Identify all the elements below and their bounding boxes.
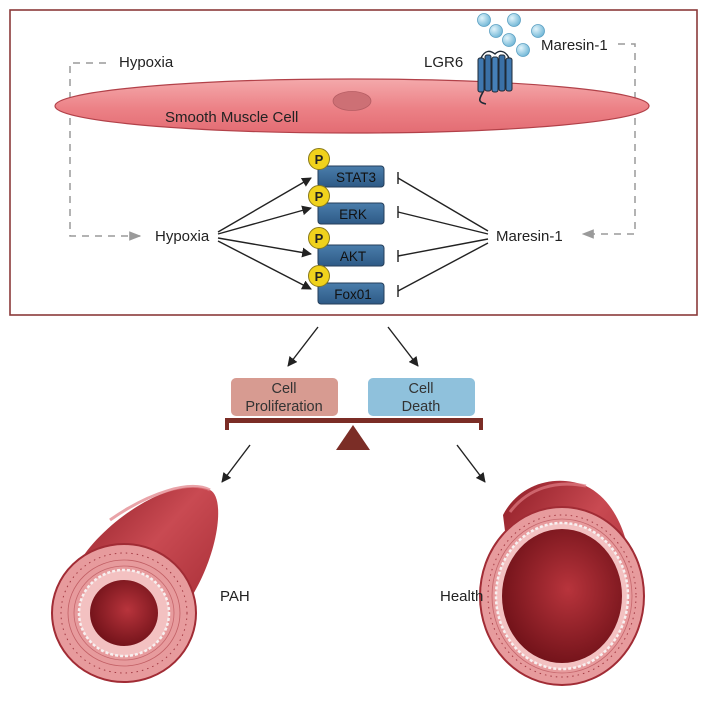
lgr6-receptor-icon [477,50,513,105]
maresin-feedback-path [581,43,636,239]
hypoxia-top-label: Hypoxia [119,54,174,71]
nucleus [332,91,372,111]
cell-frame [9,9,698,316]
phospho-circle [308,148,330,170]
smooth-muscle-cell [54,78,650,134]
svg-text:P: P [315,231,324,246]
svg-text:Death: Death [402,399,441,415]
svg-text:P: P [315,269,324,284]
hypoxia-activation-arrows [217,177,312,290]
hypoxia-mid-label: Hypoxia [155,228,210,245]
kinase-erk: ERK P [308,185,385,225]
svg-text:Cell: Cell [272,381,297,397]
vessel-arrows [221,444,486,483]
outcome-arrows [287,326,419,367]
maresin-top-label: Maresin-1 [541,37,608,54]
kinase-stat3: STAT3 P [308,148,385,188]
svg-text:AKT: AKT [340,249,366,264]
pah-label: PAH [220,588,250,605]
cell-proliferation-box: Cell Proliferation [231,378,338,416]
svg-text:STAT3: STAT3 [336,170,376,185]
svg-text:Cell: Cell [409,381,434,397]
svg-text:P: P [315,152,324,167]
kinase-fox01: Fox01 P [308,265,385,305]
balance-scale [225,418,483,450]
maresin-inhibition-lines [397,172,489,297]
phospho-circle [308,227,330,249]
pah-vessel-icon [51,485,219,683]
svg-text:P: P [315,189,324,204]
phospho-circle [308,265,330,287]
kinase-akt: AKT P [308,227,385,267]
phospho-circle [308,185,330,207]
health-vessel-icon [479,480,645,686]
svg-text:ERK: ERK [339,207,367,222]
svg-text:Proliferation: Proliferation [245,399,322,415]
cell-death-box: Cell Death [368,378,475,416]
health-label: Health [440,588,483,605]
maresin-mid-label: Maresin-1 [496,228,563,245]
receptor-label: LGR6 [424,54,463,71]
maresin-molecules-icon [477,13,545,57]
hypoxia-feedback-path [69,62,142,241]
svg-text:Fox01: Fox01 [334,287,372,302]
cell-label: Smooth Muscle Cell [165,109,298,126]
